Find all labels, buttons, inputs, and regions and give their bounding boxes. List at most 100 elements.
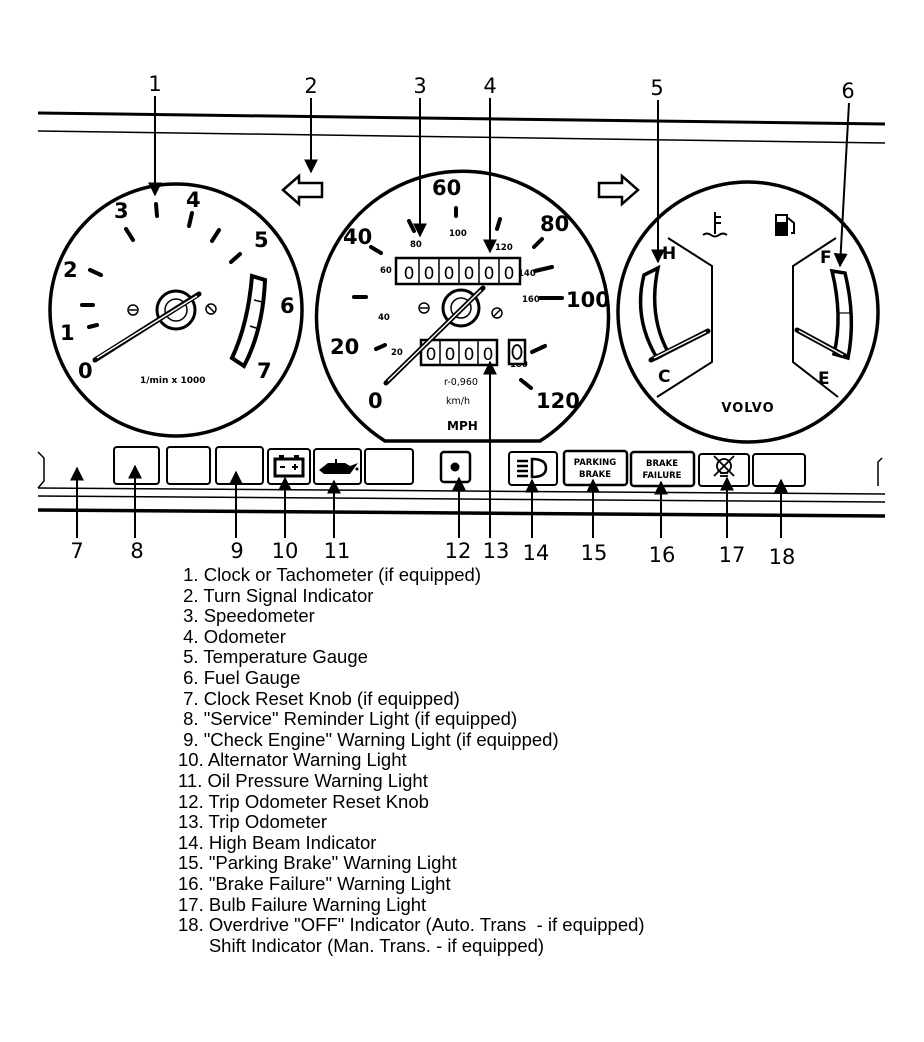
trip-digit: 0 [464, 345, 475, 365]
tach-label-7: 7 [257, 359, 272, 383]
odometer-digit: 0 [404, 264, 415, 284]
temp-high-label: H [662, 244, 676, 264]
callout-5: 5 [650, 76, 663, 100]
callout-9: 9 [230, 539, 243, 563]
mph-label-120: 120 [536, 389, 580, 413]
tach-left-screw-icon [127, 304, 139, 316]
tach-label-4: 4 [186, 188, 201, 212]
callout-1: 1 [148, 72, 161, 96]
brake-failure-label-line2: FAILURE [643, 471, 682, 481]
fuel-full-label: F [820, 248, 832, 268]
mph-label-100: 100 [566, 288, 610, 312]
legend-item: Shift Indicator (Man. Trans. - if equipp… [178, 934, 545, 956]
trip-digit: 0 [426, 345, 437, 365]
tach-label-6: 6 [280, 294, 295, 318]
legend-item: 4. Odometer [178, 625, 286, 647]
callout-7: 7 [70, 539, 83, 563]
callout-11: 11 [324, 539, 351, 563]
tach-right-screw-icon [205, 303, 217, 315]
tach-label-2: 2 [63, 258, 78, 282]
tachometer-scale: 0 1 2 3 4 5 6 7 [60, 188, 295, 383]
tach-label-1: 1 [60, 321, 75, 345]
callout-leaders [70, 96, 850, 538]
speedometer: 0 20 40 60 80 100 120 20 40 60 80 100 12… [314, 169, 611, 443]
tachometer-redline-band [229, 273, 268, 369]
callout-6: 6 [841, 79, 854, 103]
tach-label-3: 3 [114, 199, 129, 223]
temp-low-label: C [658, 367, 670, 387]
odometer-digit: 0 [484, 264, 495, 284]
combination-gauge: H C F E VOLVO [616, 180, 880, 444]
legend-item: 13. Trip Odometer [178, 811, 328, 833]
trip-odometer: 0 0 0 0 [419, 338, 527, 367]
legend-item: 6. Fuel Gauge [178, 666, 301, 688]
legend-item: 14. High Beam Indicator [178, 831, 377, 853]
tach-label-5: 5 [254, 228, 269, 252]
turn-signal-right-icon [597, 173, 640, 207]
legend-item: 8. "Service" Reminder Light (if equipped… [178, 708, 518, 730]
callout-18: 18 [769, 545, 796, 569]
speedometer-mph-scale: 0 20 40 60 80 100 120 [330, 176, 610, 413]
brake-failure-label-line1: BRAKE [646, 459, 678, 469]
oil-can-icon [319, 459, 359, 474]
kmh-label-160: 160 [522, 295, 540, 305]
callout-17: 17 [719, 543, 746, 567]
kmh-label-140: 140 [518, 269, 536, 279]
callout-12: 12 [445, 539, 472, 563]
speedometer-ticks [352, 206, 564, 390]
legend-item: 9. "Check Engine" Warning Light (if equi… [178, 728, 559, 750]
dash-top-edge [37, 111, 886, 144]
battery-icon [273, 455, 305, 478]
mph-label-0: 0 [368, 389, 383, 413]
fuel-pump-icon [775, 214, 795, 236]
mph-label-80: 80 [540, 212, 569, 236]
kmh-label-80: 80 [410, 240, 422, 250]
legend-item: 5. Temperature Gauge [178, 646, 368, 668]
kmh-label-20: 20 [391, 348, 403, 358]
legend-item: 17. Bulb Failure Warning Light [178, 893, 427, 915]
speedo-right-screw-icon [491, 307, 503, 319]
warning-light-panel [37, 451, 886, 518]
blank-light-window [364, 448, 414, 485]
callout-4: 4 [483, 74, 496, 98]
legend-item: 7. Clock Reset Knob (if equipped) [178, 687, 460, 709]
check-engine-light [215, 446, 264, 485]
tachometer-ticks [80, 202, 242, 329]
tach-unit-label: 1/min x 1000 [140, 376, 206, 386]
callout-16: 16 [649, 543, 676, 567]
fuel-scale-band [829, 268, 854, 361]
trip-tenths-window [507, 338, 527, 366]
mph-label-20: 20 [330, 335, 359, 359]
mph-label-60: 60 [432, 176, 461, 200]
callout-2: 2 [304, 74, 317, 98]
trip-digit: 0 [445, 345, 456, 365]
combo-center-panel [656, 237, 839, 398]
callout-15: 15 [581, 541, 608, 565]
speedo-kmh-unit: km/h [446, 396, 470, 407]
legend-item: 16. "Brake Failure" Warning Light [178, 872, 451, 894]
odometer-digit: 0 [424, 264, 435, 284]
callout-13: 13 [483, 539, 510, 563]
turn-signal-left-icon [281, 173, 324, 207]
callout-3: 3 [413, 74, 426, 98]
blank-light-window [166, 446, 211, 485]
bulb-failure-icon [713, 455, 735, 477]
legend-item: 3. Speedometer [178, 605, 315, 627]
trip-digit: 0 [483, 345, 494, 365]
kmh-label-120: 120 [495, 243, 513, 253]
parking-brake-label-line1: PARKING [574, 458, 616, 468]
legend-item: 15. "Parking Brake" Warning Light [178, 852, 457, 874]
brand-label: VOLVO [721, 401, 774, 416]
tachometer: 0 1 2 3 4 5 6 7 1/min x 1000 [48, 182, 304, 438]
callout-numbers: 1 2 3 4 5 6 7 8 9 10 11 12 13 14 15 16 1… [70, 72, 854, 569]
high-beam-icon [517, 457, 548, 479]
speedo-mph-unit: MPH [447, 419, 478, 433]
speedo-left-screw-icon [418, 302, 430, 314]
legend-item: 10. Alternator Warning Light [178, 749, 407, 771]
kmh-label-40: 40 [378, 313, 390, 323]
legend-item: 1. Clock or Tachometer (if equipped) [178, 564, 482, 585]
parking-brake-label-line2: BRAKE [579, 470, 611, 480]
overdrive-off-indicator [752, 453, 806, 487]
kmh-label-100: 100 [449, 229, 467, 239]
